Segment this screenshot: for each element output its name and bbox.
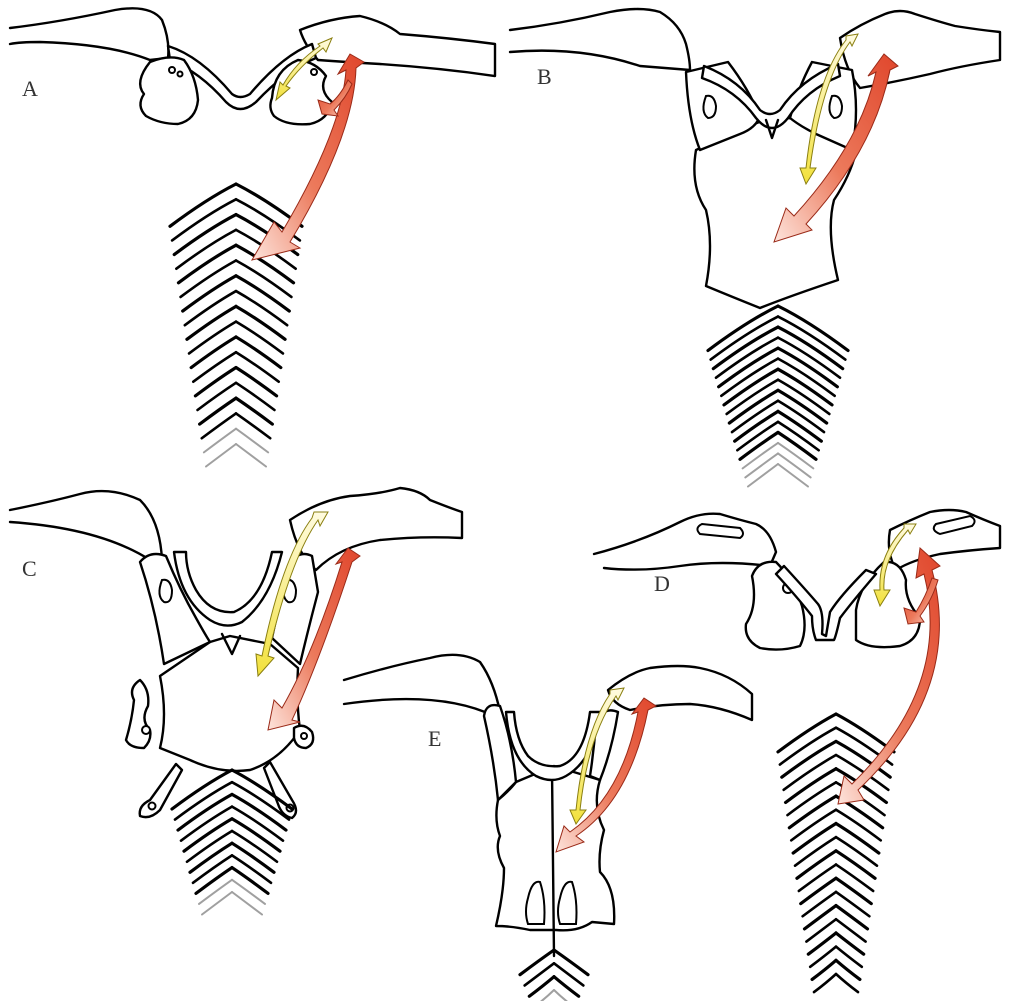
fin-ray bbox=[193, 352, 236, 381]
fin-ray bbox=[836, 865, 873, 891]
panel-label-c: C bbox=[22, 556, 37, 581]
fin-ray bbox=[713, 327, 778, 369]
fin-ray bbox=[791, 810, 836, 841]
wing-right-e bbox=[608, 666, 752, 720]
fin-ray bbox=[836, 810, 881, 841]
fin-ray bbox=[778, 453, 811, 477]
fin-ray bbox=[803, 892, 836, 916]
fin-ray bbox=[183, 276, 236, 311]
fin-ray bbox=[836, 851, 875, 878]
fin-ray bbox=[520, 950, 554, 975]
sternal-strut-left-c bbox=[140, 764, 182, 817]
fin-ray bbox=[801, 878, 836, 903]
fin-ray bbox=[190, 843, 232, 872]
fin-ray bbox=[836, 823, 879, 853]
sternum-b bbox=[694, 118, 856, 308]
fin-ray bbox=[236, 383, 274, 410]
fin-d bbox=[778, 714, 894, 992]
fin-ray bbox=[200, 398, 236, 424]
wing-right-d bbox=[889, 510, 1000, 570]
sternal-rib-left-c bbox=[126, 680, 150, 748]
fin-ray bbox=[189, 322, 236, 354]
fin-ray bbox=[185, 291, 236, 325]
fin-ray bbox=[191, 337, 236, 368]
panel-label-a: A bbox=[22, 76, 38, 101]
fin-ray bbox=[187, 306, 236, 339]
fin-ray bbox=[836, 837, 877, 866]
fin-ray bbox=[236, 322, 283, 354]
fin-ray bbox=[793, 823, 836, 853]
fin-ray bbox=[745, 453, 778, 477]
fin-ray bbox=[236, 291, 287, 325]
fin-ray bbox=[789, 796, 836, 828]
fin-ray bbox=[199, 880, 232, 904]
wing-left-a bbox=[10, 8, 168, 60]
fin-ray bbox=[836, 906, 867, 929]
fin-ray bbox=[778, 443, 813, 468]
panel-label-d: D bbox=[654, 571, 670, 596]
fin-ray bbox=[554, 950, 588, 975]
fin-ray bbox=[778, 327, 843, 369]
fin-ray bbox=[236, 398, 272, 424]
fin-ray bbox=[236, 276, 289, 311]
panel-e: E bbox=[344, 655, 752, 956]
fin-ray bbox=[748, 464, 778, 487]
fin-ray bbox=[836, 878, 871, 903]
fin-ray bbox=[836, 892, 869, 916]
wing-left-e bbox=[344, 655, 500, 716]
fin-e bbox=[520, 950, 588, 1001]
panel-a: A bbox=[10, 8, 495, 124]
fin-ray bbox=[196, 868, 232, 894]
fin-ray bbox=[232, 855, 271, 882]
panel-label-e: E bbox=[428, 726, 441, 751]
fin-ray bbox=[202, 892, 232, 915]
fin-ray bbox=[778, 464, 808, 487]
fin-ray bbox=[236, 306, 285, 339]
fin-ray bbox=[198, 383, 236, 410]
fin-a bbox=[170, 184, 302, 467]
fin-ray bbox=[236, 368, 277, 396]
fin-ray bbox=[232, 868, 268, 894]
fin-ray bbox=[236, 352, 279, 381]
fin-ray bbox=[193, 855, 232, 882]
fin-ray bbox=[805, 906, 836, 929]
fin-ray bbox=[797, 851, 836, 878]
wing-left-c bbox=[10, 491, 162, 560]
fin-ray bbox=[232, 880, 265, 904]
fin-ray bbox=[195, 368, 236, 396]
panel-label-b: B bbox=[537, 64, 552, 89]
wing-left-d bbox=[594, 514, 776, 570]
panel-c: C bbox=[10, 488, 462, 818]
fin-ray bbox=[236, 337, 281, 368]
fin-ray bbox=[172, 770, 232, 809]
wing-right-a bbox=[300, 16, 495, 76]
fin-ray bbox=[232, 892, 262, 915]
wing-right-b bbox=[840, 11, 1000, 88]
fin-ray bbox=[232, 843, 274, 872]
fin-b bbox=[708, 306, 848, 487]
wing-right-c bbox=[290, 488, 462, 570]
sternum-e bbox=[496, 766, 614, 930]
wing-left-b bbox=[510, 9, 690, 70]
foramen-left-a bbox=[169, 67, 175, 73]
coracoid-left-d bbox=[746, 562, 805, 650]
fin-ray bbox=[795, 837, 836, 866]
panel-b: B bbox=[510, 9, 1000, 308]
fin-ray bbox=[799, 865, 836, 891]
fin-ray bbox=[743, 443, 778, 468]
